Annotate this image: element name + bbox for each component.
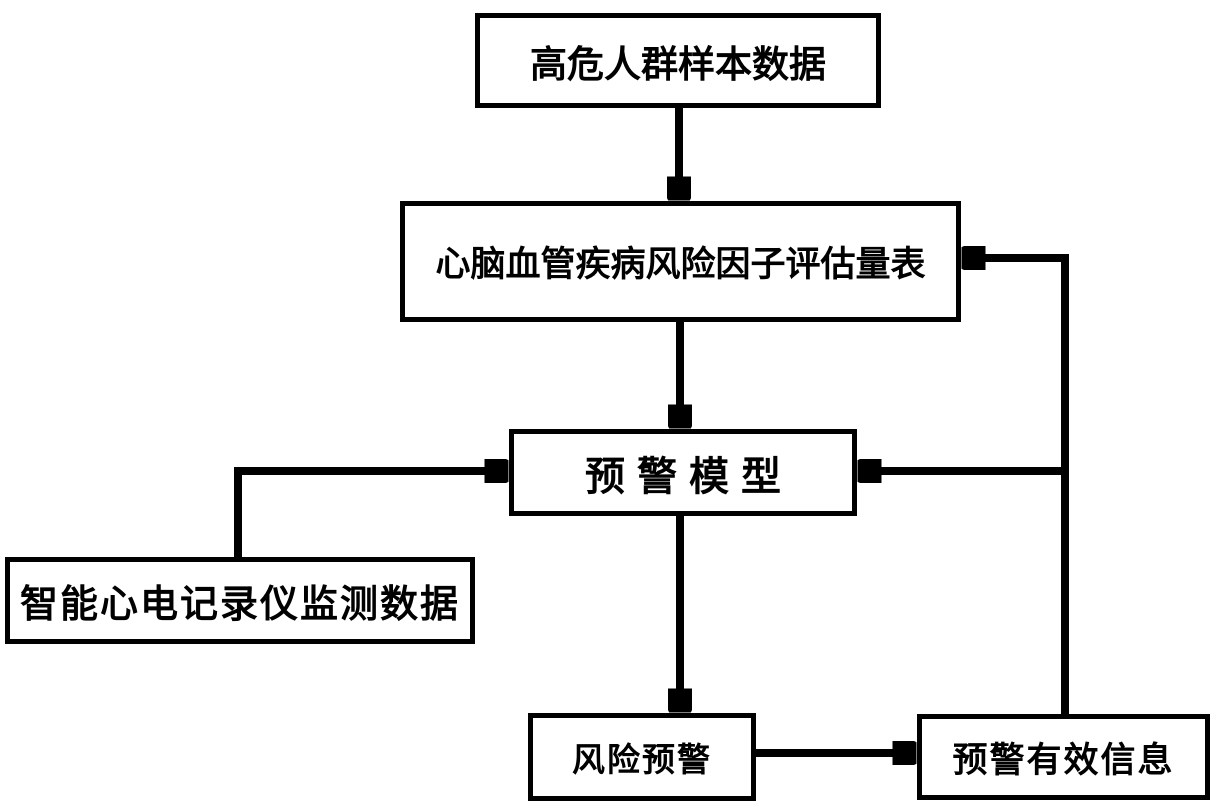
node-warning-valid-info: 预警有效信息	[917, 714, 1210, 800]
node-ecg-monitor-data: 智能心电记录仪监测数据	[5, 557, 475, 644]
node-risk-factor-scale: 心脑血管疾病风险因子评估量表	[400, 201, 961, 322]
edge-info-to-scale-feedback-arrow	[965, 258, 1069, 714]
node-warning-model: 预警模型	[509, 429, 857, 516]
edge-ecg-to-model-arrow	[234, 471, 505, 557]
node-sample-data: 高危人群样本数据	[475, 13, 881, 108]
node-risk-warning: 风险预警	[528, 713, 756, 801]
